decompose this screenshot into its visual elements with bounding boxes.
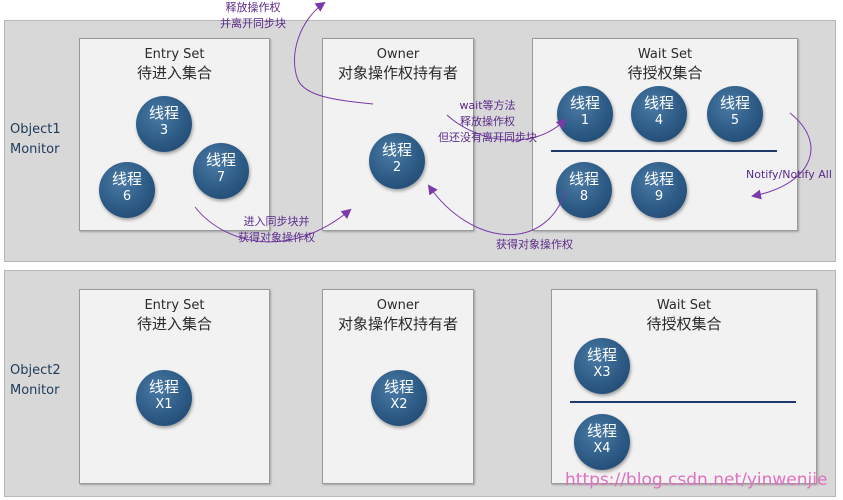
thread-label: 线程 bbox=[643, 170, 674, 188]
thread-label: 线程 bbox=[586, 346, 617, 364]
thread-7: 线程 7 bbox=[193, 143, 249, 199]
thread-label: 线程 bbox=[381, 141, 412, 159]
thread-id: 2 bbox=[392, 160, 402, 175]
release-line1: 释放操作权 bbox=[225, 1, 281, 14]
release-arrow bbox=[294, 1, 374, 105]
object1-owner-title: Owner 对象操作权持有者 bbox=[323, 45, 473, 83]
thread-2: 线程 2 bbox=[369, 133, 425, 189]
thread-id: 9 bbox=[654, 189, 664, 204]
thread-4: 线程 4 bbox=[631, 86, 687, 142]
enter-line1: 进入同步块并 bbox=[243, 215, 310, 228]
thread-1: 线程 1 bbox=[557, 86, 613, 142]
thread-label: 线程 bbox=[586, 422, 617, 440]
thread-label: 线程 bbox=[719, 94, 750, 112]
owner-title-en: Owner bbox=[376, 47, 420, 62]
object1-wait-set-title: Wait Set 待授权集合 bbox=[533, 45, 797, 83]
thread-3: 线程 3 bbox=[136, 96, 192, 152]
object2-monitor-label: Object2 Monitor bbox=[10, 361, 61, 401]
object1-label-line2: Monitor bbox=[10, 142, 60, 157]
thread-label: 线程 bbox=[568, 170, 599, 188]
release-note: 释放操作权 并离开同步块 bbox=[220, 0, 286, 32]
thread-id: X3 bbox=[593, 365, 611, 380]
thread-5: 线程 5 bbox=[707, 86, 763, 142]
wait-set-divider bbox=[551, 150, 777, 152]
acquire-note: 获得对象操作权 bbox=[496, 238, 573, 251]
thread-id: 5 bbox=[730, 113, 740, 128]
thread-label: 线程 bbox=[383, 378, 414, 396]
acquire-arrow bbox=[427, 184, 567, 236]
thread-id: X4 bbox=[593, 441, 611, 456]
thread-id: 7 bbox=[216, 170, 226, 185]
wait-set-title-zh: 待授权集合 bbox=[646, 315, 722, 333]
owner-title-zh: 对象操作权持有者 bbox=[337, 315, 458, 333]
object2-label-line1: Object2 bbox=[10, 363, 61, 378]
enter-line2: 获得对象操作权 bbox=[238, 231, 315, 244]
wait-set-title-en: Wait Set bbox=[637, 47, 693, 62]
enter-arrow bbox=[194, 206, 352, 243]
thread-x4: 线程 X4 bbox=[574, 414, 630, 470]
object1-monitor-label: Object1 Monitor bbox=[10, 120, 61, 160]
thread-x3: 线程 X3 bbox=[574, 338, 630, 394]
thread-id: 8 bbox=[579, 189, 589, 204]
release-line2: 并离开同步块 bbox=[220, 17, 286, 30]
thread-x1: 线程 X1 bbox=[136, 370, 192, 426]
object2-wait-set-title: Wait Set 待授权集合 bbox=[552, 296, 816, 334]
wait-line3: 但还没有离开同步块 bbox=[438, 131, 537, 144]
thread-x2: 线程 X2 bbox=[371, 370, 427, 426]
entry-set-title-en: Entry Set bbox=[144, 298, 205, 313]
thread-id: 1 bbox=[580, 113, 590, 128]
thread-id: X2 bbox=[390, 397, 408, 412]
object2-owner-title: Owner 对象操作权持有者 bbox=[323, 296, 473, 334]
thread-label: 线程 bbox=[148, 378, 179, 396]
wait-line2: 释放操作权 bbox=[460, 115, 515, 128]
object1-label-line1: Object1 bbox=[10, 122, 61, 137]
wait-line1: wait等方法 bbox=[459, 99, 516, 112]
object2-entry-set-title: Entry Set 待进入集合 bbox=[80, 296, 269, 334]
owner-title-zh: 对象操作权持有者 bbox=[337, 64, 458, 82]
entry-set-title-en: Entry Set bbox=[144, 47, 205, 62]
thread-id: 4 bbox=[654, 113, 664, 128]
enter-note: 进入同步块并 获得对象操作权 bbox=[238, 214, 315, 246]
thread-6: 线程 6 bbox=[99, 162, 155, 218]
thread-label: 线程 bbox=[111, 170, 142, 188]
entry-set-title-zh: 待进入集合 bbox=[136, 315, 212, 333]
thread-id: X1 bbox=[155, 397, 173, 412]
wait-arrow bbox=[446, 114, 567, 141]
thread-label: 线程 bbox=[148, 104, 179, 122]
notify-note: Notify/Notify All bbox=[746, 168, 832, 181]
entry-set-title-zh: 待进入集合 bbox=[136, 64, 212, 82]
wait-set-title-en: Wait Set bbox=[656, 298, 712, 313]
thread-label: 线程 bbox=[205, 151, 236, 169]
wait-set-divider bbox=[570, 401, 796, 403]
wait-note: wait等方法 释放操作权 但还没有离开同步块 bbox=[438, 98, 537, 146]
object1-entry-set-title: Entry Set 待进入集合 bbox=[80, 45, 269, 83]
thread-label: 线程 bbox=[643, 94, 674, 112]
thread-9: 线程 9 bbox=[631, 162, 687, 218]
object2-label-line2: Monitor bbox=[10, 383, 60, 398]
watermark: https://blog.csdn.net/yinwenjie bbox=[565, 470, 828, 490]
notify-arrow bbox=[751, 112, 812, 200]
thread-label: 线程 bbox=[569, 94, 600, 112]
wait-set-title-zh: 待授权集合 bbox=[627, 64, 703, 82]
thread-id: 3 bbox=[159, 123, 169, 138]
owner-title-en: Owner bbox=[376, 298, 420, 313]
thread-id: 6 bbox=[122, 189, 132, 204]
thread-8: 线程 8 bbox=[556, 162, 612, 218]
